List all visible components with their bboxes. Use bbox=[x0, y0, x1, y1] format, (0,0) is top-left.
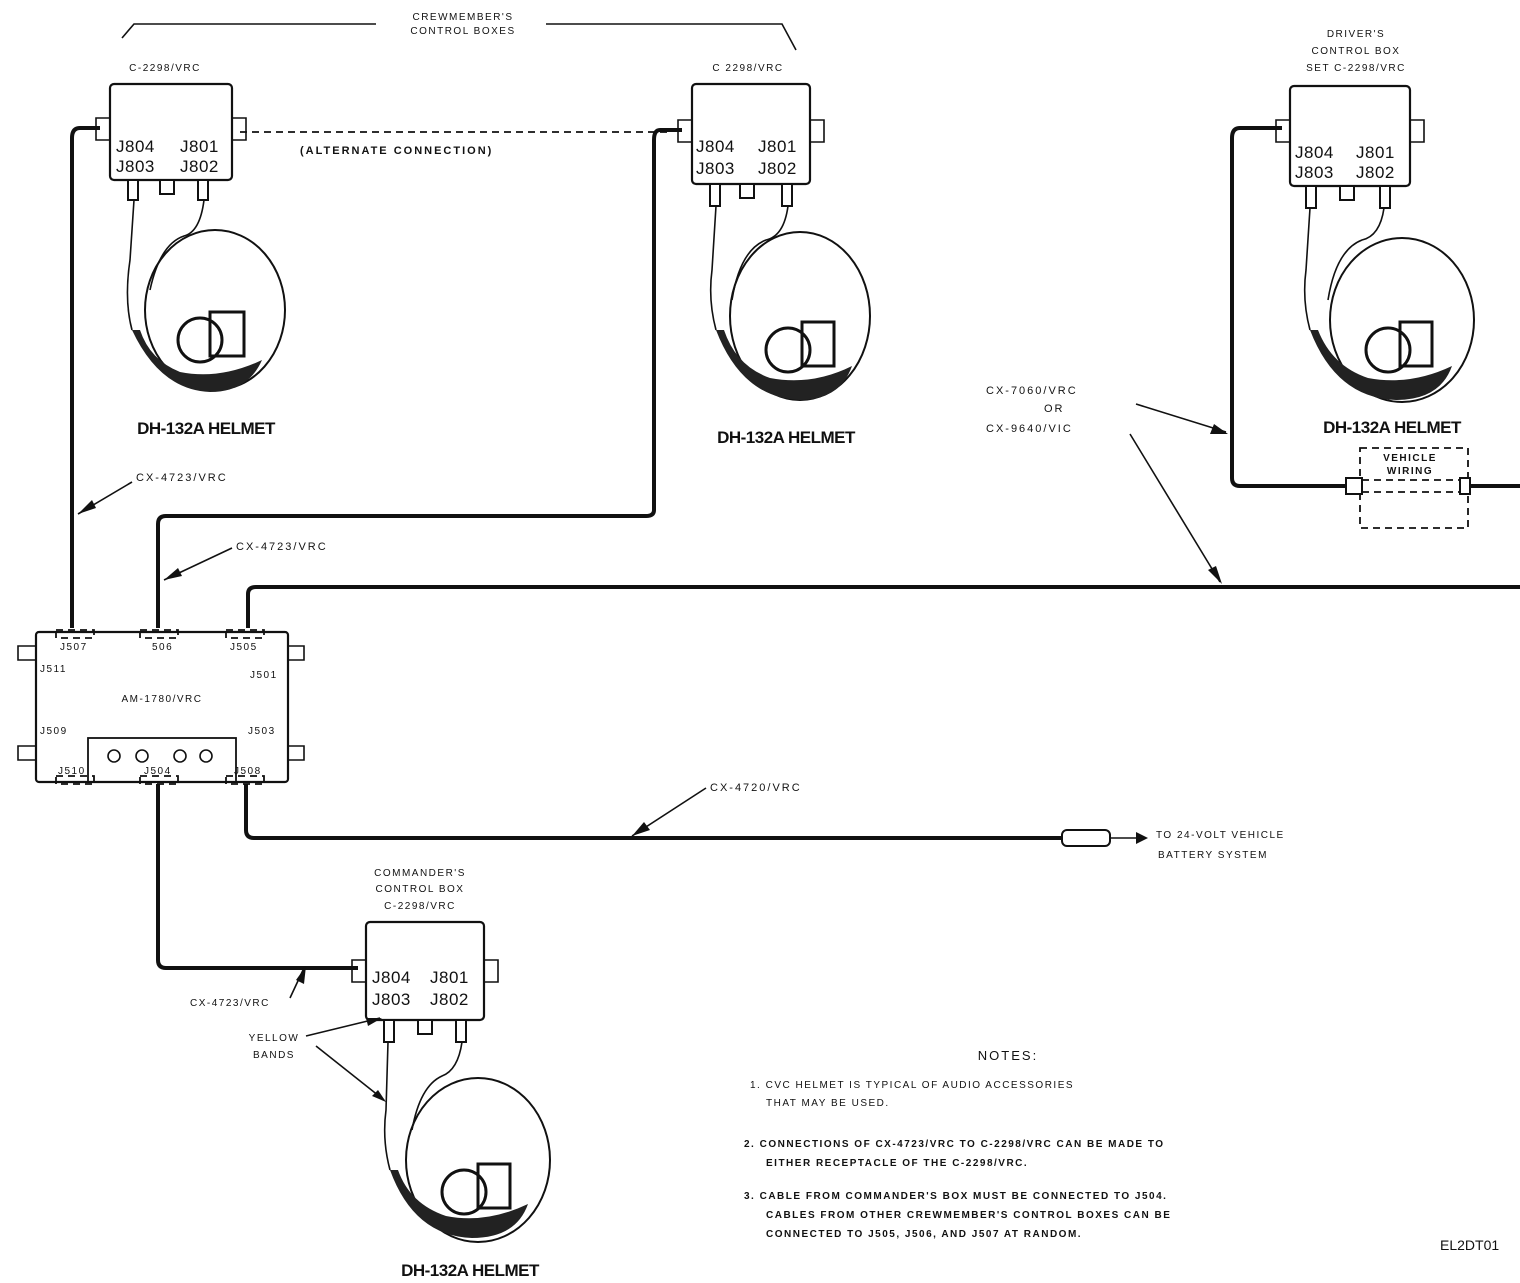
box-commander-j801: J801 bbox=[430, 968, 469, 987]
amp-j507: J507 bbox=[60, 642, 88, 653]
box-commander-line3: C-2298/VRC bbox=[384, 901, 456, 912]
cable-label-cx4723-b: CX-4723/VRC bbox=[163, 541, 328, 581]
box-left-model: C-2298/VRC bbox=[129, 63, 201, 74]
note1-line1: 1. CVC HELMET IS TYPICAL OF AUDIO ACCESS… bbox=[750, 1080, 1074, 1091]
helmet-mid-drawing bbox=[709, 205, 871, 401]
cx7060-line3: CX-9640/VIC bbox=[986, 423, 1073, 435]
box-left-j804: J804 bbox=[116, 137, 155, 156]
cx7060-line2: OR bbox=[1044, 403, 1065, 415]
cx4723-a-text: CX-4723/VRC bbox=[136, 472, 228, 484]
cable-label-cx7060: CX-7060/VRC OR CX-9640/VIC bbox=[986, 385, 1228, 584]
box-driver-line2: CONTROL BOX bbox=[1312, 46, 1401, 57]
cx4723-c-text: CX-4723/VRC bbox=[190, 998, 270, 1009]
helmet-driver-label: DH-132A HELMET bbox=[1323, 418, 1462, 437]
amp-j504: J504 bbox=[144, 766, 172, 777]
cables bbox=[70, 126, 1520, 970]
vehicle-wiring-line2: WIRING bbox=[1387, 466, 1433, 477]
amp-j503: J503 bbox=[248, 726, 276, 737]
cx7060-line1: CX-7060/VRC bbox=[986, 385, 1078, 397]
box-commander-j803: J803 bbox=[372, 990, 411, 1009]
box-mid-j804: J804 bbox=[696, 137, 735, 156]
crew-header: CREWMEMBER'S CONTROL BOXES bbox=[121, 12, 797, 51]
helmet-left-label: DH-132A HELMET bbox=[137, 419, 276, 438]
cable-label-cx4723-a: CX-4723/VRC bbox=[77, 472, 228, 515]
amp-j511: J511 bbox=[40, 664, 67, 675]
note3-line3: CONNECTED TO J505, J506, AND J507 AT RAN… bbox=[766, 1229, 1082, 1240]
amp-j509: J509 bbox=[40, 726, 68, 737]
amplifier-name: AM-1780/VRC bbox=[122, 694, 203, 705]
box-driver-j801: J801 bbox=[1356, 143, 1395, 162]
box-commander-j804: J804 bbox=[372, 968, 411, 987]
notes-block: NOTES: 1. CVC HELMET IS TYPICAL OF AUDIO… bbox=[744, 1048, 1171, 1240]
amp-j506: 506 bbox=[152, 642, 173, 653]
control-box-driver: DRIVER'S CONTROL BOX SET C-2298/VRC J804… bbox=[1275, 29, 1425, 209]
box-left-j803: J803 bbox=[116, 157, 155, 176]
note2-line1: 2. CONNECTIONS OF CX-4723/VRC TO C-2298/… bbox=[744, 1139, 1165, 1150]
box-driver-j803: J803 bbox=[1295, 163, 1334, 182]
amp-j501: J501 bbox=[250, 670, 278, 681]
note3-line1: 3. CABLE FROM COMMANDER'S BOX MUST BE CO… bbox=[744, 1191, 1167, 1202]
note1-line2: THAT MAY BE USED. bbox=[766, 1098, 890, 1109]
battery-connector: TO 24-VOLT VEHICLE BATTERY SYSTEM bbox=[1061, 829, 1285, 861]
crew-header-line1: CREWMEMBER'S bbox=[412, 12, 513, 23]
box-left-j801: J801 bbox=[180, 137, 219, 156]
box-driver-j802: J802 bbox=[1356, 163, 1395, 182]
cable-label-cx4723-c: CX-4723/VRC bbox=[190, 966, 306, 1009]
cx4723-b-text: CX-4723/VRC bbox=[236, 541, 328, 553]
notes-title: NOTES: bbox=[978, 1048, 1038, 1063]
yellow-bands-line1: YELLOW bbox=[249, 1033, 300, 1044]
amp-j505: J505 bbox=[230, 642, 258, 653]
cable-j508-to-battery bbox=[244, 784, 1062, 840]
box-commander-line2: CONTROL BOX bbox=[376, 884, 465, 895]
box-driver-line1: DRIVER'S bbox=[1327, 29, 1385, 40]
helmet-commander-label: DH-132A HELMET bbox=[401, 1261, 540, 1280]
box-mid-j802: J802 bbox=[758, 159, 797, 178]
amp-j508: J508 bbox=[234, 766, 262, 777]
vehicle-wiring-line1: VEHICLE bbox=[1383, 453, 1437, 464]
box-mid-j803: J803 bbox=[696, 159, 735, 178]
helmet-mid-label: DH-132A HELMET bbox=[717, 428, 856, 447]
cable-j505-to-vehicle bbox=[246, 585, 1520, 628]
helmet-driver-drawing bbox=[1303, 207, 1475, 403]
battery-line2: BATTERY SYSTEM bbox=[1158, 850, 1268, 861]
cable-j504-to-commander bbox=[156, 784, 358, 970]
yellow-bands-line2: BANDS bbox=[253, 1050, 295, 1061]
box-commander-line1: COMMANDER'S bbox=[374, 868, 466, 879]
yellow-bands-callout: YELLOW BANDS bbox=[249, 1017, 386, 1102]
box-commander-j802: J802 bbox=[430, 990, 469, 1009]
box-left-j802: J802 bbox=[180, 157, 219, 176]
control-box-left: C-2298/VRC J804 J801 J803 J802 bbox=[95, 63, 247, 201]
figure-id: EL2DT01 bbox=[1440, 1237, 1499, 1253]
battery-line1: TO 24-VOLT VEHICLE bbox=[1156, 830, 1285, 841]
amplifier-unit: AM-1780/VRC J507 506 J505 J511 J501 J509… bbox=[17, 629, 305, 785]
cx4720-text: CX-4720/VRC bbox=[710, 782, 802, 794]
note3-line2: CABLES FROM OTHER CREWMEMBER'S CONTROL B… bbox=[766, 1210, 1171, 1221]
alternate-connection-label: (ALTERNATE CONNECTION) bbox=[300, 145, 493, 157]
cable-label-cx4720: CX-4720/VRC bbox=[631, 782, 802, 837]
cable-driver-box-to-wiring bbox=[1230, 126, 1346, 488]
box-driver-j804: J804 bbox=[1295, 143, 1334, 162]
amp-j510: J510 bbox=[58, 766, 86, 777]
cable-left-box-to-j507 bbox=[70, 126, 100, 628]
cable-mid-box-to-j506 bbox=[156, 128, 682, 628]
box-mid-j801: J801 bbox=[758, 137, 797, 156]
control-box-commander: COMMANDER'S CONTROL BOX C-2298/VRC J804 … bbox=[351, 868, 499, 1043]
vehicle-wiring: VEHICLE WIRING bbox=[1345, 447, 1471, 529]
control-box-middle: C 2298/VRC J804 J801 J803 J802 bbox=[677, 63, 825, 207]
crew-header-line2: CONTROL BOXES bbox=[410, 26, 515, 37]
note2-line2: EITHER RECEPTACLE OF THE C-2298/VRC. bbox=[766, 1158, 1028, 1169]
box-driver-line3: SET C-2298/VRC bbox=[1306, 63, 1406, 74]
helmet-commander-drawing bbox=[383, 1041, 551, 1243]
box-mid-model: C 2298/VRC bbox=[712, 63, 783, 74]
helmet-left-drawing bbox=[126, 199, 286, 392]
